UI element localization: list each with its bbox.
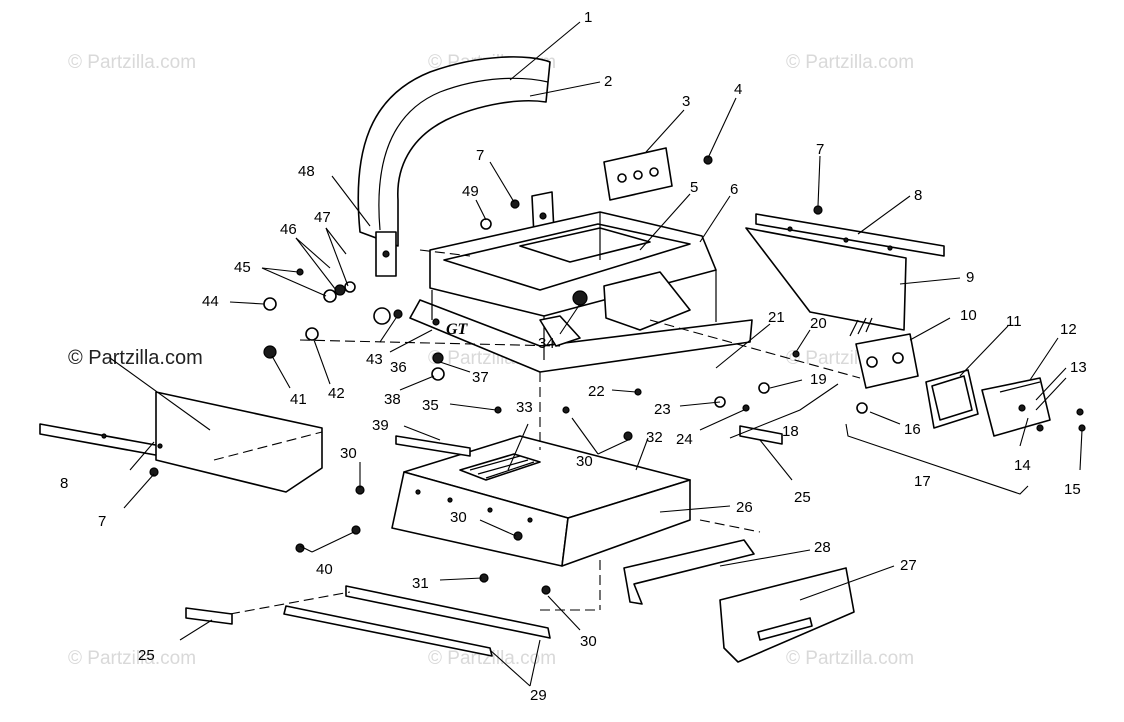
callout-13: 13 — [1070, 359, 1087, 376]
leader-lines — [109, 21, 1083, 687]
callout-2: 2 — [604, 73, 612, 90]
watermark-top-right: © Partzilla.com — [786, 52, 914, 73]
callout-15: 15 — [1064, 481, 1081, 498]
callout-44: 44 — [202, 293, 219, 310]
right-rail-and-panel — [745, 213, 945, 331]
callout-7-top: 7 — [476, 147, 484, 164]
callout-45: 45 — [234, 259, 251, 276]
bottom-rails — [283, 585, 551, 657]
callout-48: 48 — [298, 163, 315, 180]
callout-35: 35 — [422, 397, 439, 414]
callout-34: 34 — [538, 335, 555, 352]
bracket-plate — [603, 147, 673, 201]
watermark-top-left: © Partzilla.com — [68, 52, 196, 73]
callout-41: 41 — [290, 391, 307, 408]
callout-30-bottom: 30 — [580, 633, 597, 650]
alignment-lines — [213, 249, 861, 615]
callout-8-left: 8 — [60, 475, 68, 492]
watermark-bottom-left: © Partzilla.com — [68, 648, 196, 669]
callout-11: 11 — [1006, 313, 1022, 330]
rack-frame — [409, 211, 753, 373]
watermark-bottom-center: © Partzilla.com — [428, 648, 556, 669]
callout-39: 39 — [372, 417, 389, 434]
callout-30-top: 30 — [576, 453, 593, 470]
callout-26: 26 — [736, 499, 753, 516]
callout-42: 42 — [328, 385, 345, 402]
callout-40: 40 — [316, 561, 333, 578]
left-rail-and-panel — [39, 391, 323, 493]
callout-10: 10 — [960, 307, 977, 324]
gt-decal: GT — [446, 321, 469, 338]
callout-25-right: 25 — [794, 489, 811, 506]
callout-43: 43 — [366, 351, 383, 368]
callout-38: 38 — [384, 391, 401, 408]
callout-14: 14 — [1014, 457, 1031, 474]
callout-33: 33 — [516, 399, 533, 416]
callout-20: 20 — [810, 315, 827, 332]
callout-8-right: 8 — [914, 187, 922, 204]
callout-49: 49 — [462, 183, 479, 200]
callout-47: 47 — [314, 209, 331, 226]
callout-37: 37 — [472, 369, 489, 386]
callout-22: 22 — [588, 383, 605, 400]
watermarks: © Partzilla.com © Partzilla.com © Partzi… — [68, 52, 914, 669]
callout-18: 18 — [782, 423, 799, 440]
watermark-mid-left: © Partzilla.com — [68, 347, 203, 369]
callout-7-right: 7 — [816, 141, 824, 158]
callout-6: 6 — [730, 181, 738, 198]
callout-27: 27 — [900, 557, 917, 574]
callout-4: 4 — [734, 81, 742, 98]
callout-24: 24 — [676, 431, 693, 448]
callout-36: 36 — [390, 359, 407, 376]
callout-29: 29 — [530, 687, 547, 704]
callout-46: 46 — [280, 221, 297, 238]
side-plates — [623, 539, 855, 663]
callout-25-left: 25 — [138, 647, 155, 664]
callout-32: 32 — [646, 429, 663, 446]
small-strips — [185, 425, 783, 625]
callout-12: 12 — [1060, 321, 1077, 338]
callout-30-mid: 30 — [450, 509, 467, 526]
callout-5: 5 — [690, 179, 698, 196]
callout-21: 21 — [768, 309, 785, 326]
callout-17: 17 — [914, 473, 931, 490]
callout-3: 3 — [682, 93, 690, 110]
callout-23: 23 — [654, 401, 671, 418]
callout-30-left: 30 — [340, 445, 357, 462]
callout-7-left: 7 — [98, 513, 106, 530]
callout-16: 16 — [904, 421, 921, 438]
callout-1: 1 — [584, 9, 592, 26]
callout-28: 28 — [814, 539, 831, 556]
storage-box — [391, 435, 691, 567]
watermark-bottom-right: © Partzilla.com — [786, 648, 914, 669]
callout-31: 31 — [412, 575, 429, 592]
callout-9: 9 — [966, 269, 974, 286]
callout-labels: 1 2 3 4 5 6 7 7 7 8 8 9 10 11 12 13 14 1… — [60, 9, 1087, 704]
taillight-assembly — [849, 317, 1051, 437]
callout-19: 19 — [810, 371, 827, 388]
